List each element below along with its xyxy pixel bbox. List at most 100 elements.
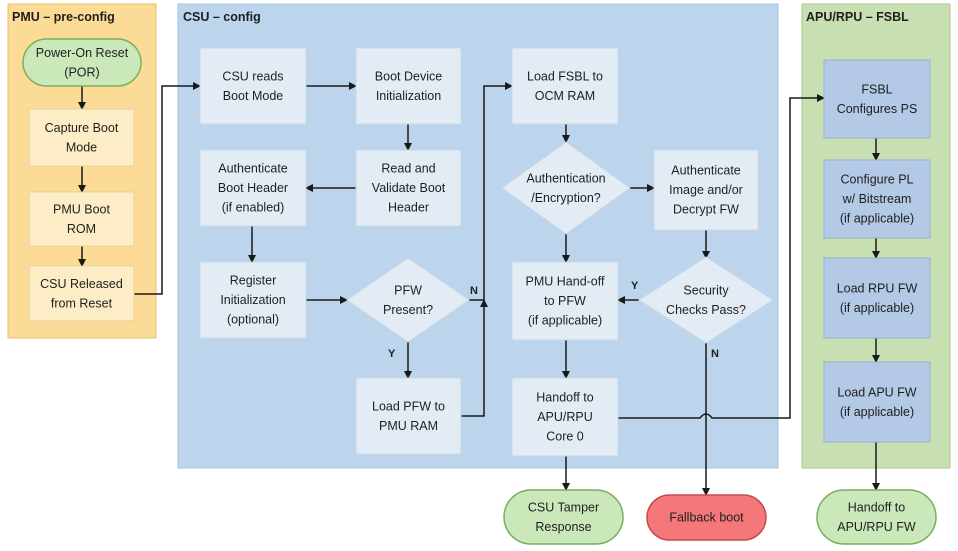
node-capture-boot-mode-label-line: Capture Boot [45, 121, 119, 135]
node-fsbl-configures: FSBL Configures PS [823, 59, 931, 139]
node-read-validate-header-shape [355, 149, 462, 227]
node-csu-tamper-label-line: Response [535, 520, 591, 534]
node-load-fsbl-label-line: Load FSBL to [527, 69, 603, 83]
node-load-fsbl-label-line: OCM RAM [535, 89, 595, 103]
label-pfw-yes: Y [388, 348, 396, 360]
node-read-validate-header-label-line: Read and [381, 162, 435, 176]
node-authenticate-image-label-line: Authenticate [671, 164, 741, 178]
node-authenticate-boot-header-label-line: (if enabled) [222, 201, 285, 215]
node-load-apu-fw-label-line: Load APU FW [837, 385, 916, 399]
node-por-label-line: Power-On Reset [36, 46, 129, 60]
node-security-checks-label-line: Security [683, 283, 729, 297]
node-register-init-label-line: Register [230, 274, 277, 288]
node-authenticate-image-label-line: Image and/or [669, 183, 743, 197]
node-configure-pl-shape [823, 159, 931, 239]
label-security-no: N [711, 348, 719, 360]
node-por-shape [22, 38, 142, 87]
lane-csu-title: CSU – config [183, 10, 261, 24]
node-authenticate-image-shape [653, 149, 759, 231]
node-csu-tamper-shape [503, 489, 624, 545]
node-boot-device-init-label-line: Boot Device [375, 69, 442, 83]
node-pmu-handoff: PMU Hand-off to PFW (if applicable) [511, 261, 619, 341]
node-pmu-boot-rom-label-line: PMU Boot [53, 202, 110, 216]
node-pfw-present-label-line: PFW [394, 283, 422, 297]
node-pmu-handoff-label-line: to PFW [544, 294, 586, 308]
node-read-validate-header-label-line: Header [388, 201, 429, 215]
node-handoff-fw-label-line: APU/RPU FW [837, 520, 916, 534]
node-capture-boot-mode-label-line: Mode [66, 140, 97, 154]
arrow-released-to-csu-reads [134, 82, 201, 295]
node-authenticate-boot-header-label-line: Boot Header [218, 181, 288, 195]
node-por-label-line: (POR) [64, 65, 99, 79]
node-pmu-boot-rom-label-line: ROM [67, 222, 96, 236]
node-capture-boot-mode-shape [28, 108, 135, 167]
node-fallback-boot-label-line: Fallback boot [669, 511, 744, 525]
node-load-pfw-shape [355, 377, 462, 455]
node-handoff-core0-label-line: Handoff to [536, 391, 594, 405]
lane-fsbl-title: APU/RPU – FSBL [806, 10, 909, 24]
node-handoff-fw-shape [816, 489, 937, 545]
node-handoff-core0-label-line: APU/RPU [537, 410, 593, 424]
node-handoff-core0-label-line: Core 0 [546, 430, 584, 444]
node-handoff-fw: Handoff to APU/RPU FW [816, 489, 937, 545]
node-pmu-handoff-shape [511, 261, 619, 341]
node-configure-pl-label-line: (if applicable) [840, 212, 914, 226]
node-load-fsbl: Load FSBL to OCM RAM [511, 47, 619, 125]
node-auth-encryption-label-line: Authentication [526, 171, 605, 185]
node-configure-pl: Configure PLw/ Bitstream(if applicable) [823, 159, 931, 239]
node-register-init-label-line: (optional) [227, 313, 279, 327]
node-register-init-label-line: Initialization [220, 293, 285, 307]
node-csu-reads-boot-mode-shape [199, 47, 307, 125]
node-auth-encryption-label-line: /Encryption? [531, 191, 601, 205]
node-load-rpu-fw-label-line: (if applicable) [840, 301, 914, 315]
arrow-pfw-no-to-load-fsbl [469, 82, 513, 301]
node-csu-tamper-label-line: CSU Tamper [528, 500, 599, 514]
node-load-apu-fw-shape [823, 361, 931, 443]
node-auth-encryption-shape [501, 141, 631, 235]
node-boot-device-init-label-line: Initialization [376, 89, 441, 103]
node-fsbl-configures-label-line: Configures PS [837, 102, 918, 116]
node-fallback-boot: Fallback boot [646, 494, 767, 541]
node-authenticate-boot-header-shape [199, 149, 307, 227]
node-load-pfw-label-line: Load PFW to [372, 399, 445, 413]
node-fsbl-configures-shape [823, 59, 931, 139]
node-read-validate-header-label-line: Validate Boot [372, 181, 446, 195]
node-load-rpu-fw-shape [823, 257, 931, 339]
node-fsbl-configures-label-line: FSBL [861, 82, 892, 96]
flow-arrows [78, 82, 880, 496]
node-load-rpu-fw-label-line: Load RPU FW [837, 281, 918, 295]
node-pmu-handoff-label-line: (if applicable) [528, 314, 602, 328]
node-csu-reads-boot-mode-label-line: Boot Mode [223, 89, 284, 103]
node-handoff-core0-shape [511, 377, 619, 457]
node-csu-released-shape [28, 265, 135, 322]
node-load-apu-fw-label-line: (if applicable) [840, 405, 914, 419]
node-fallback-boot-shape [646, 494, 767, 541]
node-handoff-core0: Handoff to APU/RPU Core 0 [511, 377, 619, 457]
node-pfw-present-shape [346, 257, 470, 343]
node-por: Power-On Reset (POR) [22, 38, 142, 87]
node-load-pfw-label-line: PMU RAM [379, 419, 438, 433]
node-load-rpu-fw: Load RPU FW (if applicable) [823, 257, 931, 339]
node-security-checks-shape [638, 256, 774, 344]
node-csu-reads-boot-mode-label-line: CSU reads [222, 69, 283, 83]
node-register-init-shape [199, 261, 307, 339]
node-pfw-present-label-line: Present? [383, 303, 433, 317]
node-pmu-handoff-label-line: PMU Hand-off [526, 275, 605, 289]
node-pfw-present: PFW Present? [346, 257, 470, 343]
arrow-core0-to-fsbl [618, 94, 825, 419]
label-pfw-no: N [470, 285, 478, 297]
node-security-checks-label-line: Checks Pass? [666, 303, 746, 317]
node-boot-device-init-shape [355, 47, 462, 125]
node-handoff-fw-label-line: Handoff to [848, 500, 906, 514]
